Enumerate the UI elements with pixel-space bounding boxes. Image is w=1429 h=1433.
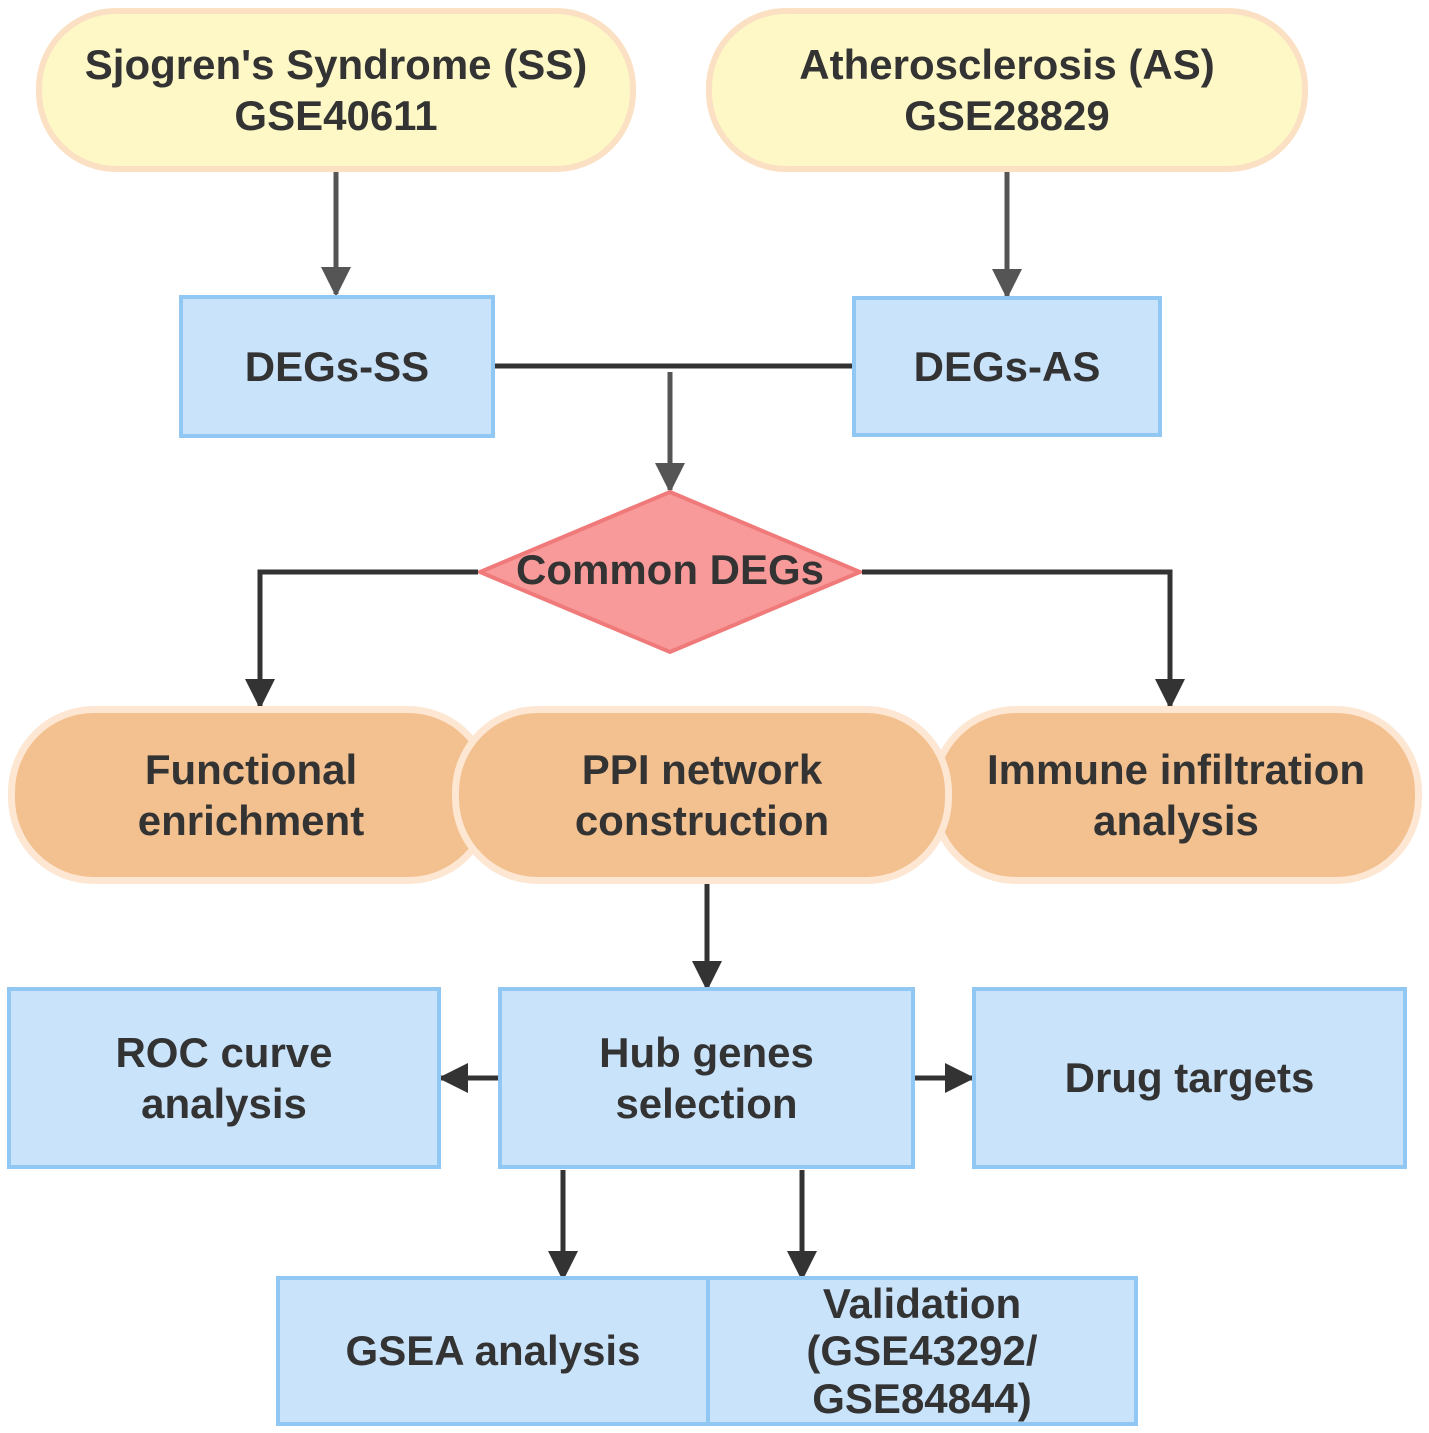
node-as-dataset: Atherosclerosis (AS) GSE28829 [706, 8, 1308, 172]
validation-line3: GSE84844) [812, 1374, 1032, 1422]
node-degs-ss: DEGs-SS [179, 295, 495, 438]
ppi-network-line2: construction [574, 797, 830, 844]
functional-enrichment-line2: enrichment [137, 797, 365, 844]
degs-ss-label: DEGs-SS [244, 342, 430, 390]
roc-curve-line1: ROC curve [115, 1028, 333, 1076]
node-validation: Validation (GSE43292/ GSE84844) [706, 1276, 1138, 1426]
node-degs-as: DEGs-AS [852, 296, 1162, 437]
degs-as-label: DEGs-AS [913, 342, 1101, 390]
node-hub-genes: Hub genes selection [498, 987, 915, 1169]
as-dataset-accession: GSE28829 [904, 92, 1110, 139]
common-degs-diamond [474, 489, 866, 655]
immune-infiltration-line1: Immune infiltration [987, 745, 1365, 793]
arrow-common-to-immune [862, 569, 1185, 709]
immune-infiltration-line2: analysis [1093, 797, 1259, 844]
validation-line1: Validation [822, 1280, 1022, 1328]
drug-targets-label: Drug targets [1064, 1054, 1315, 1102]
as-dataset-name: Atherosclerosis (AS) [799, 40, 1215, 88]
ss-dataset-accession: GSE40611 [234, 92, 438, 139]
ss-dataset-name: Sjogren's Syndrome (SS) [84, 40, 588, 88]
node-roc-curve: ROC curve analysis [7, 987, 441, 1169]
node-ppi-network: PPI network construction [452, 706, 952, 884]
validation-line2: (GSE43292/ [806, 1327, 1038, 1375]
common-degs-label: Common DEGs [515, 546, 825, 593]
ppi-network-line1: PPI network [581, 745, 823, 793]
node-gsea: GSEA analysis [276, 1276, 710, 1426]
node-drug-targets: Drug targets [972, 987, 1407, 1169]
roc-curve-line2: analysis [141, 1080, 307, 1127]
node-functional-enrichment: Functional enrichment [8, 706, 494, 884]
gsea-label: GSEA analysis [345, 1327, 641, 1375]
node-immune-infiltration: Immune infiltration analysis [930, 706, 1422, 884]
hub-genes-line1: Hub genes [599, 1028, 814, 1076]
hub-genes-line2: selection [615, 1080, 798, 1127]
arrow-common-to-functional [245, 569, 478, 709]
node-ss-dataset: Sjogren's Syndrome (SS) GSE40611 [36, 8, 636, 172]
functional-enrichment-line1: Functional [144, 745, 358, 793]
